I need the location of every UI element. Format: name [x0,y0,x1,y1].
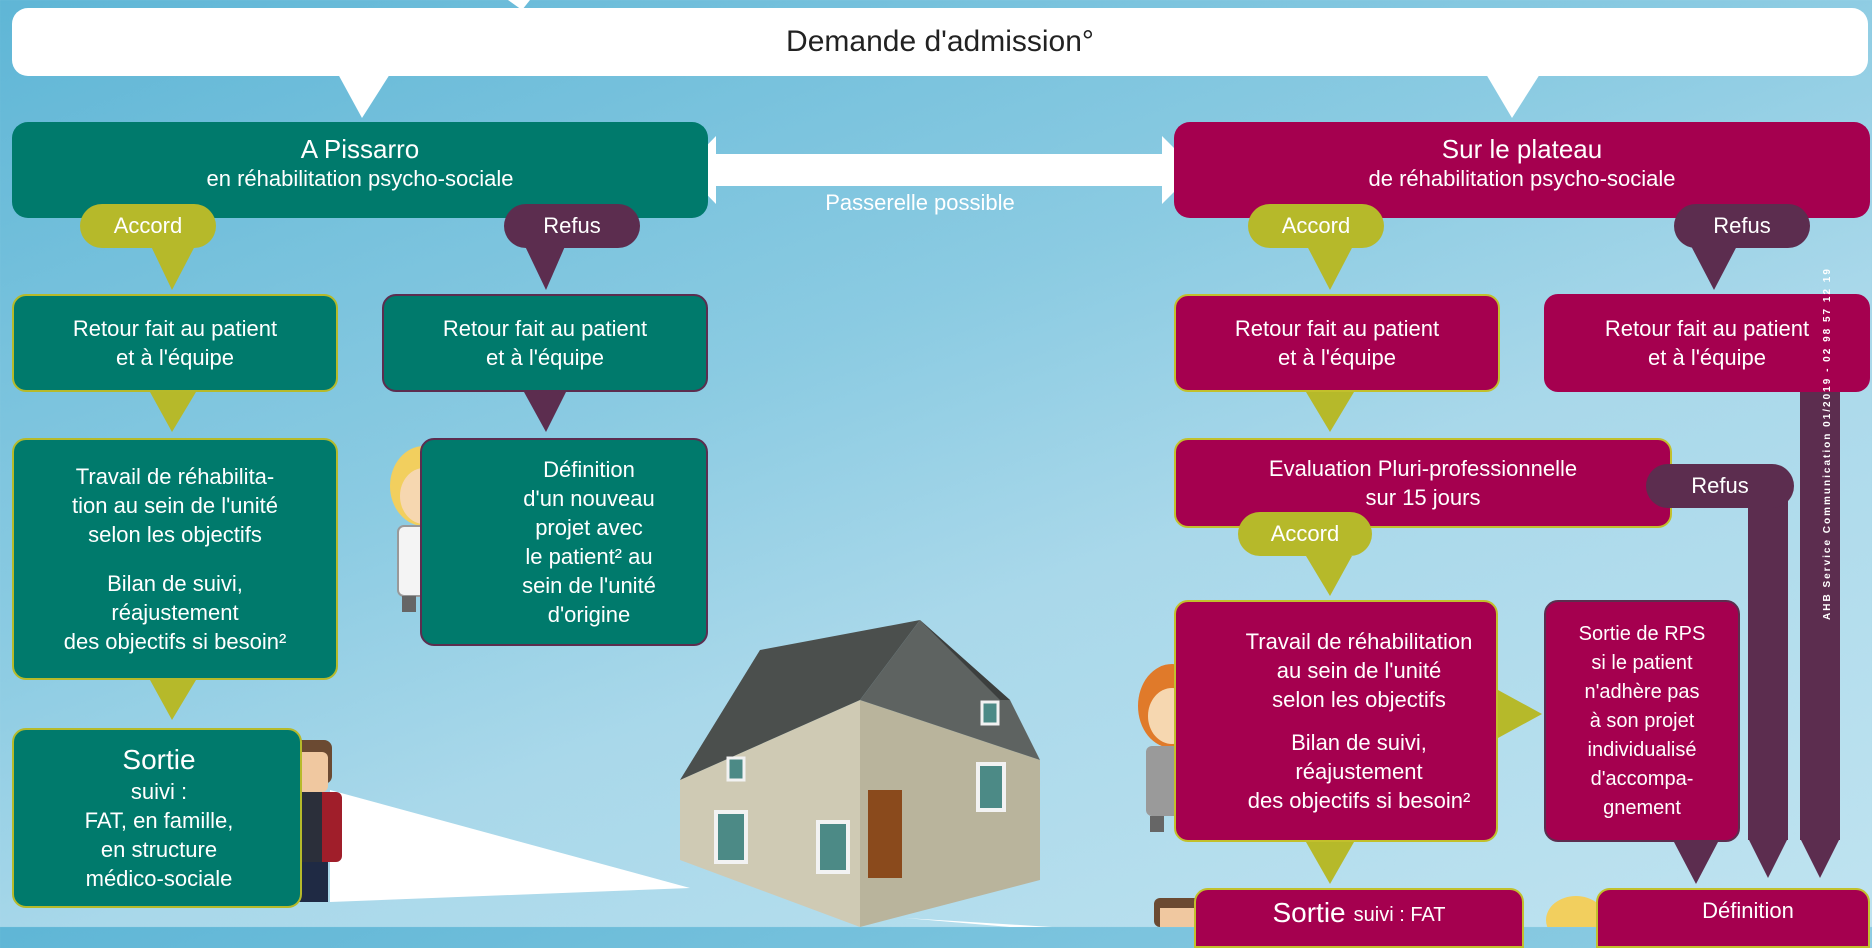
sortie-ray-left [330,790,690,902]
eval-accord-pill: Accord [1238,512,1372,556]
left-retour-refus-line2: et à l'équipe [486,345,604,370]
left-bilan-line3: des objectifs si besoin² [63,629,287,654]
right-retour-refus-box: Retour fait au patient et à l'équipe [1544,294,1870,392]
right-bilan-line2: réajustement [1295,759,1423,784]
right-evaluation-line2: sur 15 jours [1365,485,1481,510]
eval-refus-arrow [1748,838,1788,878]
sortie-ray-right [905,918,1052,927]
left-travail-to-sortie-arrow [150,680,196,720]
right-sortie-title: Sortie [1272,897,1346,928]
left-definition-line2: d'un nouveau [523,486,655,511]
passerelle-arrow [683,136,1196,204]
right-header: Sur le plateau de réhabilitation psycho-… [1174,122,1870,218]
left-definition-line1: Définition [543,457,635,482]
connector-layer [150,0,1840,927]
left-sortie-line3: en structure [100,837,218,862]
right-travail-line1: Travail de réhabilitation [1245,629,1473,654]
right-accord-pill: Accord [1248,204,1384,248]
right-header-title: Sur le plateau [1441,134,1603,164]
left-sortie-title: Sortie [122,744,196,775]
left-header: A Pissarro en réhabilitation psycho-soci… [12,122,708,218]
passerelle-label: Passerelle possible [825,190,1015,215]
left-definition-line5: sein de l'unité [522,573,656,598]
left-retour-refus-box: Retour fait au patient et à l'équipe [382,294,708,392]
left-definition-box: Définition d'un nouveau projet avec le p… [420,438,708,646]
left-refus-to-definition-arrow [524,392,566,432]
right-refus-pill: Refus [1674,204,1810,248]
left-travail-box: Travail de réhabilita- tion au sein de l… [12,438,338,680]
left-refus-pill: Refus [504,204,640,248]
rps-line7: gnement [1603,796,1681,819]
left-header-subtitle: en réhabilitation psycho-sociale [206,166,514,191]
rps-line4: à son projet [1589,709,1695,732]
left-sortie-line2: FAT, en famille, [84,808,234,833]
left-retour-accord-line1: Retour fait au patient [72,316,278,341]
left-bilan-line2: réajustement [111,600,239,625]
right-bilan-line1: Bilan de suivi, [1291,730,1427,755]
title-bar: Demande d'admission° [12,8,1868,76]
right-travail-to-rps-arrow [1498,690,1542,738]
rps-down-arrow [1674,842,1718,884]
right-retour-accord-box: Retour fait au patient et à l'équipe [1174,294,1500,392]
side-credit: AHB Service Communication 01/2019 - 02 9… [1822,267,1833,620]
left-travail-line2: tion au sein de l'unité [71,493,278,518]
rps-line3: n'adhère pas [1584,680,1700,703]
retour-refus-arrow [1800,838,1840,878]
right-sortie-suivi: suivi : FAT [1353,904,1446,926]
title-pointer-left [338,74,390,118]
eval-refus-pill: Refus [1646,464,1794,508]
right-definition-line1: Définition [1702,898,1794,923]
right-sortie-rps-box: Sortie de RPS si le patient n'adhère pas… [1544,600,1740,842]
right-bilan-line3: des objectifs si besoin² [1247,788,1471,813]
left-refus-arrow [524,244,566,290]
left-accord-arrow [150,244,196,290]
left-definition-line4: le patient² au [525,544,653,569]
right-retour-accord-line2: et à l'équipe [1278,345,1396,370]
right-definition-box: Définition [1596,888,1870,948]
right-retour-accord-line1: Retour fait au patient [1234,316,1440,341]
house-illustration [680,620,1040,927]
right-travail-line2: au sein de l'unité [1276,658,1442,683]
eval-refus-track [1748,500,1788,840]
left-bilan-line1: Bilan de suivi, [107,571,243,596]
rps-line6: d'accompa- [1590,767,1694,790]
right-sortie-box: Sortie suivi : FAT [1194,888,1524,948]
title-pointer-right [1486,74,1540,118]
right-refus-arrow [1690,244,1738,290]
right-evaluation-line1: Evaluation Pluri-professionnelle [1268,456,1578,481]
right-header-subtitle: de réhabilitation psycho-sociale [1368,166,1676,191]
left-retour-accord-box: Retour fait au patient et à l'équipe [12,294,338,392]
left-sortie-line1: suivi : [130,779,188,804]
rps-line2: si le patient [1591,651,1693,674]
rps-line1: Sortie de RPS [1578,622,1706,645]
eval-accord-arrow [1306,556,1352,596]
right-retour-refus-line2: et à l'équipe [1648,345,1766,370]
right-travail-box: Travail de réhabilitation au sein de l'u… [1174,600,1498,842]
rps-line5: individualisé [1587,738,1697,761]
left-retour-accord-line2: et à l'équipe [116,345,234,370]
left-header-title: A Pissarro [300,134,420,164]
top-notch [508,0,530,10]
left-sortie-box: Sortie suivi : FAT, en famille, en struc… [12,728,302,908]
right-travail-to-sortie-arrow [1306,842,1354,884]
right-travail-line3: selon les objectifs [1272,687,1446,712]
left-accord-pill: Accord [80,204,216,248]
retour-refus-track [1800,380,1840,840]
man-figure-right [1154,898,1200,927]
left-sortie-line4: médico-sociale [85,866,233,891]
page-title: Demande d'admission° [786,25,1094,58]
left-definition-line3: projet avec [535,515,643,540]
right-retour-to-evaluation-arrow [1306,392,1354,432]
left-retour-to-travail-arrow [150,392,196,432]
right-retour-refus-line1: Retour fait au patient [1604,316,1810,341]
right-accord-arrow [1306,244,1354,290]
left-retour-refus-line1: Retour fait au patient [442,316,648,341]
left-travail-line3: selon les objectifs [88,522,262,547]
left-definition-line6: d'origine [547,602,631,627]
nurse-figure-right [1546,896,1606,927]
left-travail-line1: Travail de réhabilita- [75,464,275,489]
